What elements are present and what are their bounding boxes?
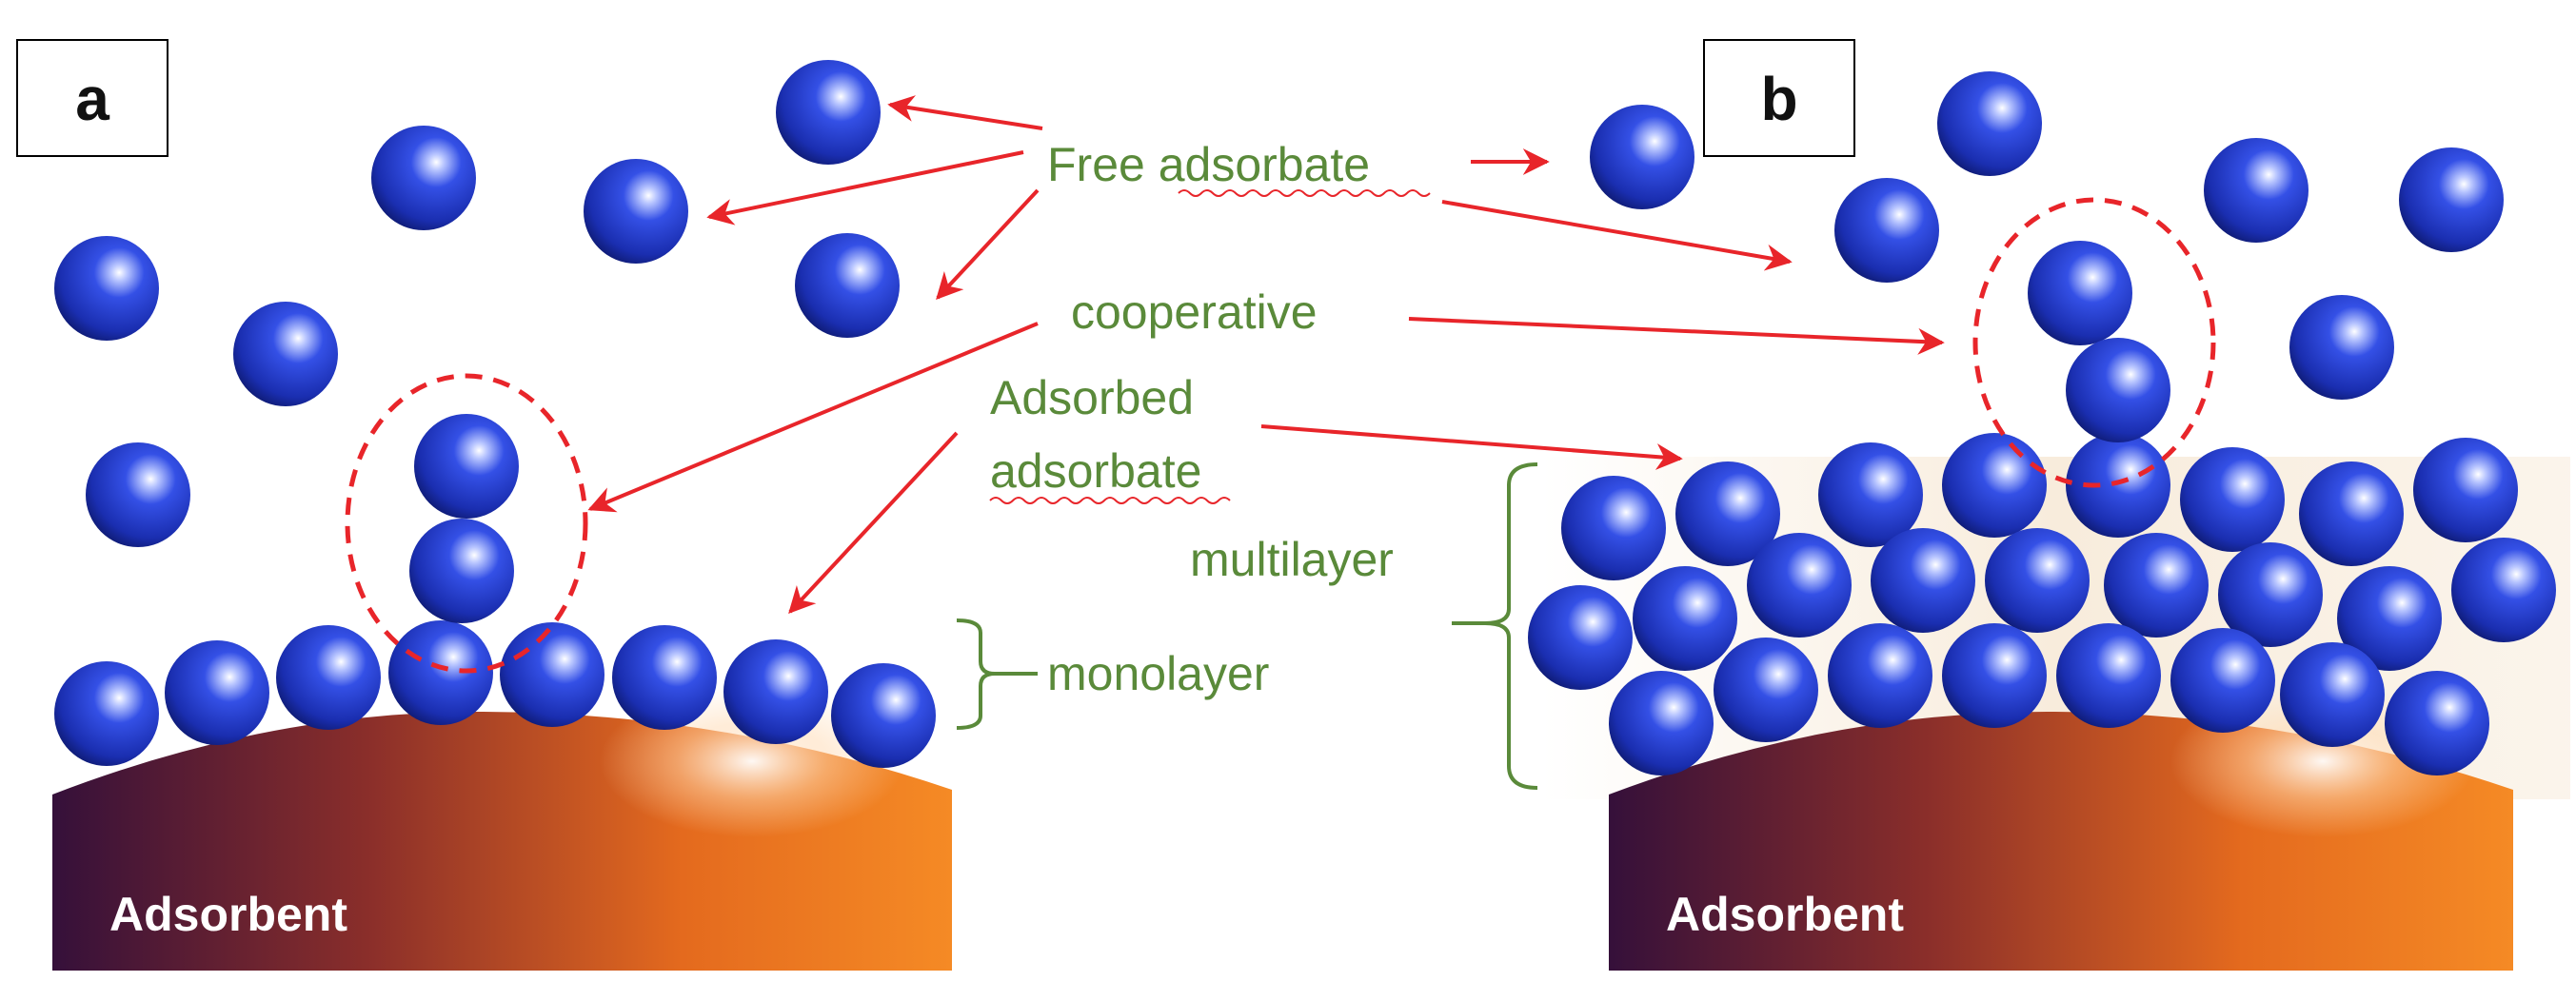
adsorbed-sphere: [1714, 638, 1818, 742]
arrow-cooperative-a: [587, 322, 1039, 513]
free-sphere: [54, 236, 159, 341]
arrow-free-2: [706, 150, 1024, 226]
adsorbed-sphere: [1985, 528, 2090, 633]
free-sphere: [86, 442, 190, 547]
monolayer-spheres-a: [54, 620, 936, 768]
arrow-adsorbed-a: [788, 431, 959, 615]
adsorbed-sphere: [2337, 566, 2442, 671]
monolayer-bracket: [956, 618, 996, 730]
adsorbed-sphere: [2413, 438, 2518, 542]
arrow-cooperative-b: [1408, 317, 1945, 355]
panel-b: b Adsorbent: [1528, 39, 2570, 971]
adsorbed-sphere: [2218, 542, 2323, 647]
panel-a-letter: a: [75, 65, 109, 133]
arrow-free-1: [887, 95, 1043, 130]
adsorbed-label-line2: adsorbate: [990, 444, 1201, 498]
brackets: [956, 462, 1538, 790]
cooperative-sphere: [414, 414, 519, 519]
adsorbed-label-line1: Adsorbed: [990, 371, 1194, 424]
panel-a: a Adsorbent: [16, 39, 952, 971]
multilayer-spheres-b: [1528, 433, 2556, 775]
adsorbed-sphere: [1828, 623, 1932, 728]
annotation-arrows: [587, 95, 1945, 615]
adsorbed-sphere: [388, 620, 493, 725]
cooperative-sphere: [409, 519, 514, 623]
adsorbed-sphere: [2299, 461, 2404, 566]
free-sphere: [2289, 295, 2394, 400]
adsorbed-sphere: [1633, 566, 1737, 671]
free-sphere: [233, 302, 338, 406]
adsorbed-sphere: [2385, 671, 2489, 775]
free-sphere: [2399, 147, 2504, 252]
adsorbed-sphere: [831, 663, 936, 768]
adsorbed-sphere: [1942, 623, 2047, 728]
adsorbed-sphere: [723, 639, 828, 744]
panel-a-letter-box: [16, 39, 168, 157]
arrow-free-3: [936, 188, 1040, 301]
adsorbent-label-a: Adsorbent: [109, 888, 347, 941]
spellcheck-underlines: [989, 189, 1431, 504]
free-spheres-b: [1590, 71, 2504, 400]
cooperative-label: cooperative: [1071, 285, 1318, 339]
adsorbed-sphere: [276, 625, 381, 730]
squiggle-free-adsorbate: [1178, 189, 1431, 197]
cooperative-stack-b: [2028, 241, 2170, 442]
adsorbed-sphere: [1675, 461, 1780, 566]
panel-b-letter-box: [1703, 39, 1855, 157]
adsorbed-sphere: [2066, 433, 2170, 538]
adsorbed-sphere: [2104, 533, 2209, 638]
multilayer-label: multilayer: [1190, 533, 1394, 586]
monolayer-label: monolayer: [1047, 647, 1269, 700]
adsorbed-sphere: [1528, 585, 1633, 690]
adsorbed-sphere: [612, 625, 717, 730]
adsorbent-label-b: Adsorbent: [1666, 888, 1904, 941]
adsorbed-sphere: [2180, 447, 2285, 552]
free-sphere: [2204, 138, 2308, 243]
cooperative-stack-a: [409, 414, 519, 623]
adsorbed-sphere: [2170, 628, 2275, 733]
adsorbed-sphere: [1871, 528, 1975, 633]
adsorbed-sphere: [2280, 642, 2385, 747]
adsorbed-sphere: [1747, 533, 1852, 638]
panel-b-letter: b: [1760, 65, 1797, 133]
cooperative-sphere: [2028, 241, 2132, 345]
squiggle-adsorbed-adsorbate: [989, 497, 1231, 504]
cooperative-sphere: [2066, 338, 2170, 442]
free-sphere: [1834, 178, 1939, 283]
adsorbed-sphere: [1818, 442, 1923, 547]
adsorbed-sphere: [1561, 476, 1666, 580]
free-sphere: [1937, 71, 2042, 176]
free-spheres-a: [54, 60, 900, 547]
adsorbed-sphere: [2451, 538, 2556, 642]
cooperative-circle-a: [345, 373, 588, 674]
adsorbed-sphere: [54, 661, 159, 766]
free-adsorbate-label: Free adsorbate: [1047, 138, 1370, 191]
adsorbed-sphere: [1942, 433, 2047, 538]
free-sphere: [795, 233, 900, 338]
free-sphere: [371, 126, 476, 230]
arrow-adsorbed-b: [1260, 424, 1683, 471]
labels: Free adsorbate cooperative Adsorbed adso…: [990, 138, 1394, 700]
adsorbed-sphere: [165, 640, 269, 745]
free-sphere: [584, 159, 688, 264]
cooperative-circle-b: [1972, 197, 2216, 488]
adsorbed-sphere: [1609, 671, 1714, 775]
adsorbed-sphere: [500, 622, 604, 727]
adsorbed-sphere: [2056, 623, 2161, 728]
free-sphere: [776, 60, 881, 165]
free-sphere: [1590, 105, 1694, 209]
arrow-free-5: [1441, 200, 1793, 271]
